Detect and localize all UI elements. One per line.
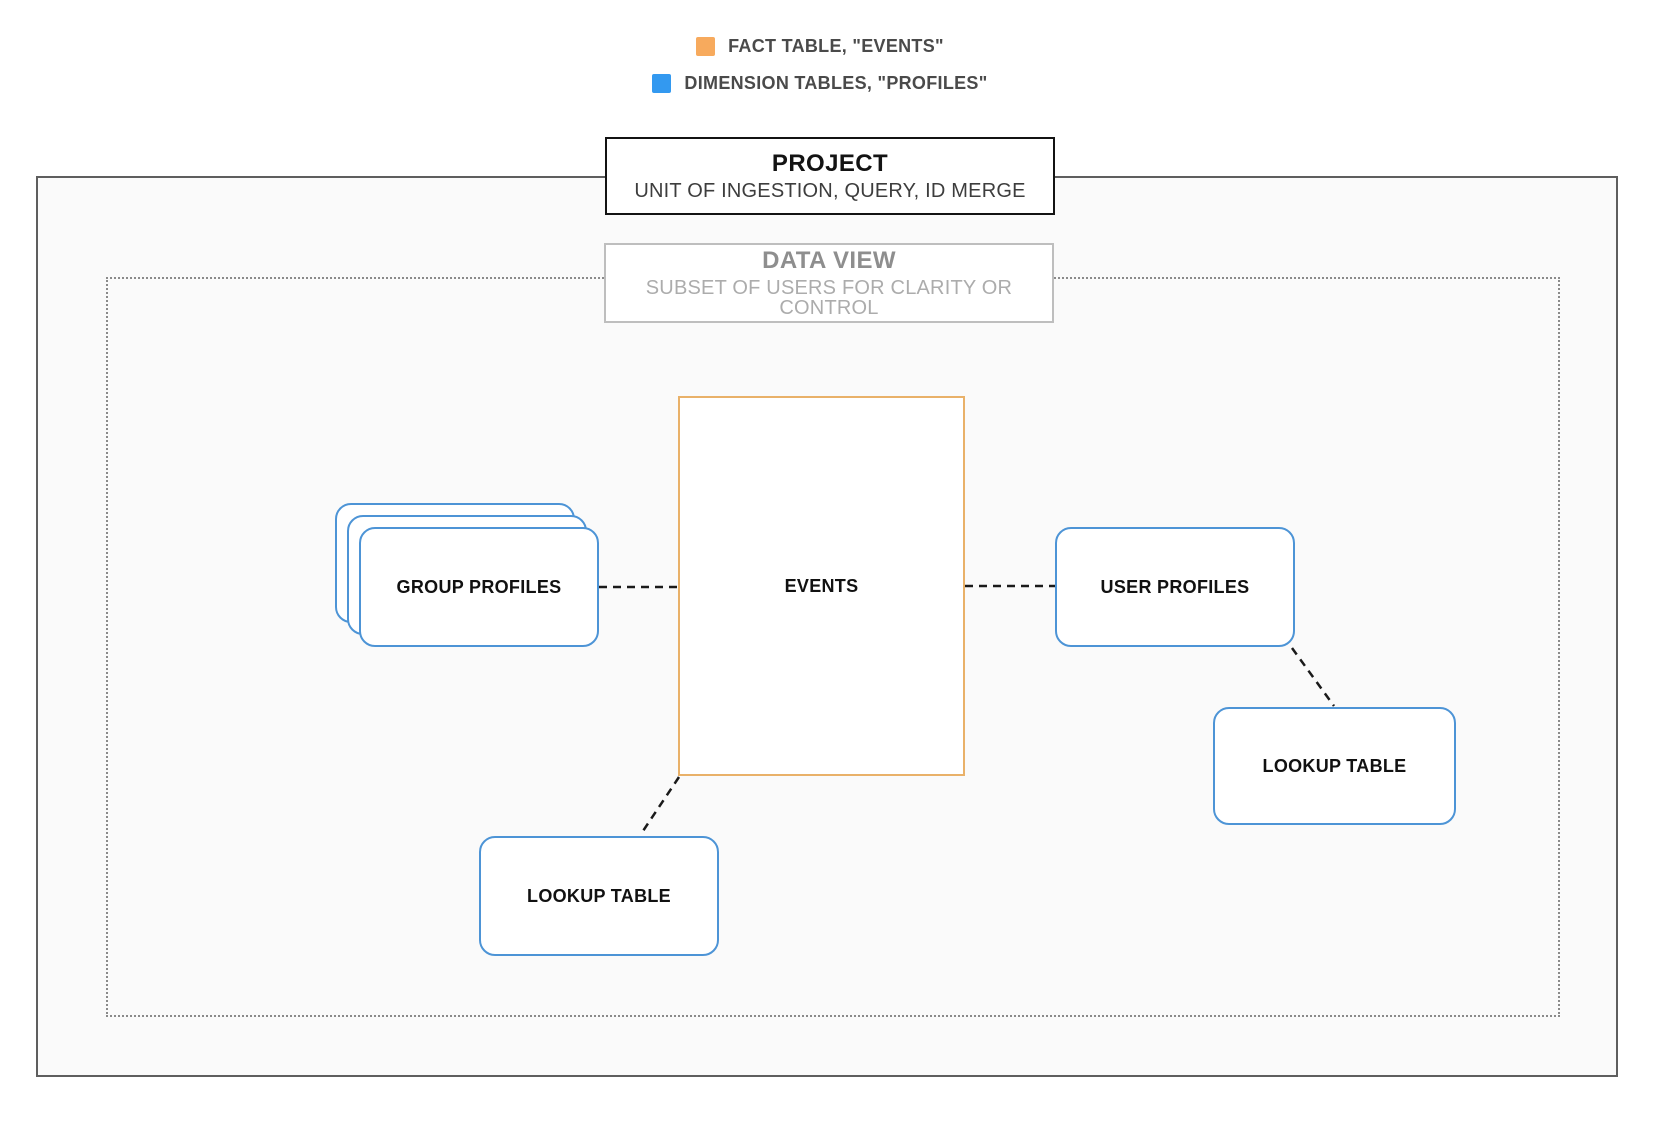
node-group-profiles-label: GROUP PROFILES [396,576,562,597]
node-events: EVENTS [678,396,965,776]
node-lookup-table-right: LOOKUP TABLE [1213,707,1456,825]
fact-table-swatch-icon [696,37,716,56]
node-group-profiles: GROUP PROFILES [359,527,599,647]
dimension-tables-swatch-icon [652,74,672,93]
legend-label-dimension-tables: DIMENSION TABLES, "PROFILES" [684,73,988,93]
node-events-label: EVENTS [784,575,859,596]
node-user-profiles: USER PROFILES [1055,527,1295,647]
node-lookup-table-right-label: LOOKUP TABLE [1262,755,1407,776]
project-subtitle: UNIT OF INGESTION, QUERY, ID MERGE [634,179,1026,202]
data-view-title-box: DATA VIEW SUBSET OF USERS FOR CLARITY OR… [604,243,1054,323]
node-lookup-table-bottom: LOOKUP TABLE [479,836,719,956]
legend-item-fact-table: FACT TABLE, "EVENTS" [696,36,944,57]
legend-label-fact-table: FACT TABLE, "EVENTS" [728,36,944,56]
node-lookup-table-bottom-label: LOOKUP TABLE [527,885,671,906]
legend: FACT TABLE, "EVENTS" DIMENSION TABLES, "… [0,36,1640,94]
project-title: PROJECT [771,149,889,177]
node-user-profiles-label: USER PROFILES [1100,576,1250,597]
data-view-subtitle: SUBSET OF USERS FOR CLARITY OR CONTROL [645,276,1013,319]
project-title-box: PROJECT UNIT OF INGESTION, QUERY, ID MER… [605,137,1055,215]
legend-item-dimension-tables: DIMENSION TABLES, "PROFILES" [652,73,987,94]
data-view-title: DATA VIEW [762,246,896,274]
